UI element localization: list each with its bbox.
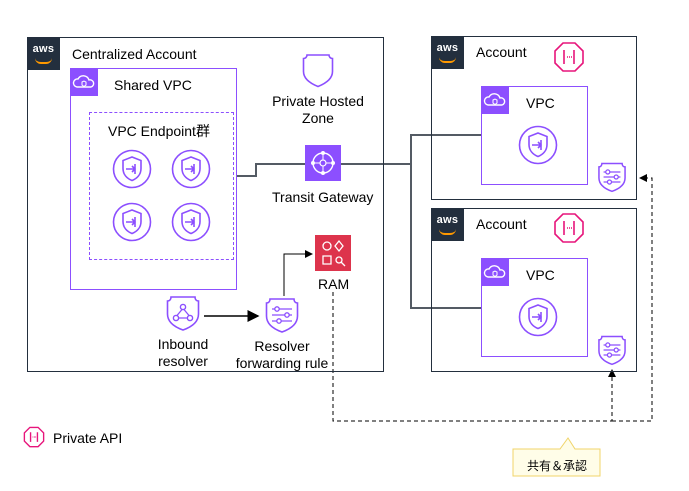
line-shared-vpc-to-tgw xyxy=(236,163,305,177)
inbound-line1: Inbound xyxy=(157,336,209,352)
phz-line1: Private Hosted xyxy=(272,93,364,109)
centralized-account-box xyxy=(27,37,384,372)
phz-line2: Zone xyxy=(302,110,334,126)
callout-shape xyxy=(512,437,601,477)
private-hosted-zone-label: Private Hosted Zone xyxy=(263,93,373,127)
inbound-resolver-label: Inbound resolver xyxy=(133,336,233,370)
transit-gateway-label: Transit Gateway xyxy=(272,189,374,205)
transit-gateway-icon xyxy=(305,145,341,181)
callout-text: 共有＆承認 xyxy=(526,459,587,473)
shared-vpc-label: Shared VPC xyxy=(114,77,192,93)
vpc-endpoint-icon xyxy=(171,149,211,189)
account2-box xyxy=(431,208,637,372)
dashed-to-account1 xyxy=(612,174,653,422)
vpc-endpoint-icon xyxy=(171,202,211,242)
aws-logo-icon: aws xyxy=(431,36,464,69)
dashed-ram-to-account2 xyxy=(332,292,616,422)
resolver-rule-icon xyxy=(265,298,299,333)
vpc-cloud-icon xyxy=(70,68,98,96)
resolver-rule-icon xyxy=(598,335,626,366)
aws-logo-icon: aws xyxy=(431,208,464,241)
account1-box xyxy=(431,36,637,200)
resolver-rule-icon xyxy=(598,162,626,193)
vpc-cloud-icon xyxy=(481,86,509,114)
vpc-endpoint-group-label: VPC Endpoint群 xyxy=(108,123,210,139)
account2-title: Account xyxy=(476,216,527,232)
vpc-endpoint-icon xyxy=(112,202,152,242)
inbound-line2: resolver xyxy=(158,353,208,369)
private-hosted-zone-icon xyxy=(302,54,334,88)
private-api-icon xyxy=(554,42,584,72)
account1-title: Account xyxy=(476,44,527,60)
vpc-endpoint-icon xyxy=(112,149,152,189)
vpc-endpoint-icon xyxy=(518,297,558,337)
private-api-legend-icon xyxy=(23,426,45,448)
vpc-endpoint-group-box xyxy=(89,112,234,260)
shared-vpc-box xyxy=(70,68,237,290)
ram-icon xyxy=(315,235,351,271)
vpc-endpoint-icon xyxy=(518,125,558,165)
private-api-icon xyxy=(554,213,584,243)
rule-line1: Resolver xyxy=(254,338,310,354)
vpc-cloud-icon xyxy=(481,258,509,286)
private-api-legend-label: Private API xyxy=(53,430,123,446)
arrow-rule-to-ram xyxy=(283,250,313,296)
inbound-resolver-icon xyxy=(166,296,200,331)
resolver-rule-label: Resolver forwarding rule xyxy=(222,338,342,372)
rule-line2: forwarding rule xyxy=(235,355,329,371)
account1-vpc-box xyxy=(481,86,588,185)
account2-vpc-box xyxy=(481,258,588,357)
line-tgw-to-account2-vpc xyxy=(341,163,482,309)
account2-vpc-label: VPC xyxy=(526,267,555,283)
account1-vpc-label: VPC xyxy=(526,95,555,111)
aws-logo-icon: aws xyxy=(27,37,60,70)
ram-label: RAM xyxy=(318,276,350,292)
centralized-account-title: Centralized Account xyxy=(72,46,197,62)
